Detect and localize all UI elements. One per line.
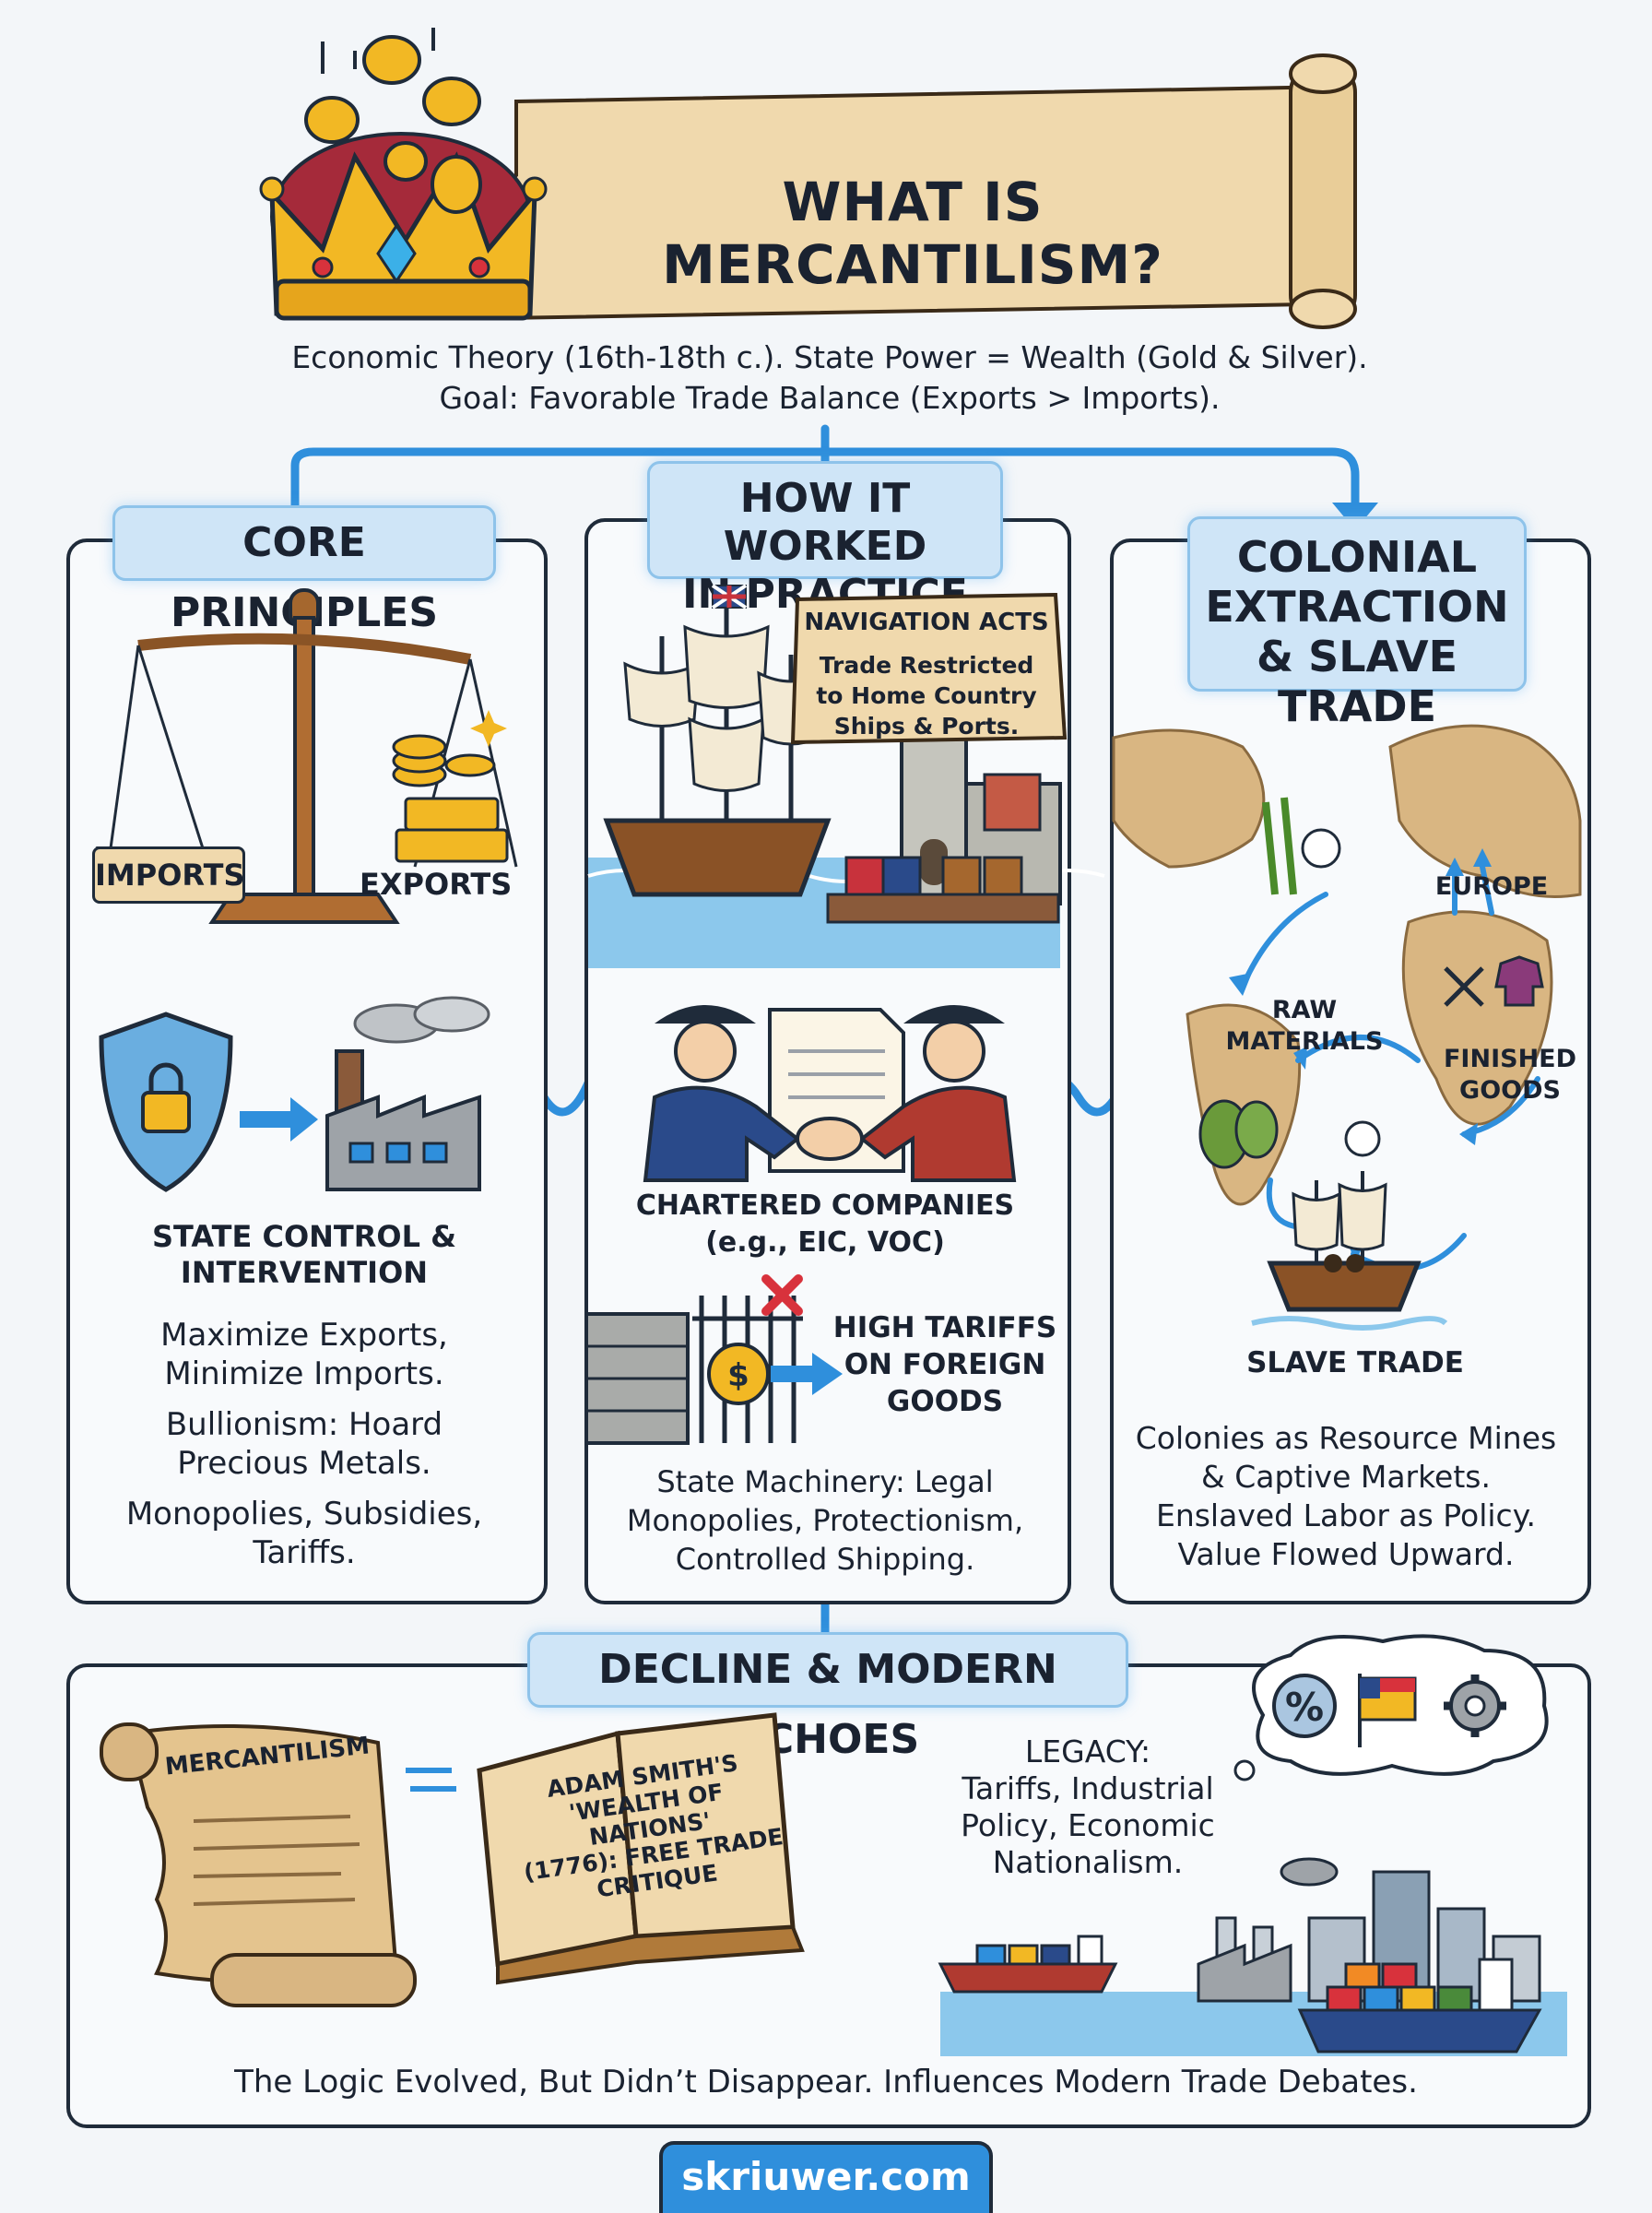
colonial-title-line-2: EXTRACTION: [1205, 582, 1509, 632]
subtitle-line-1: Economic Theory (16th-18th c.). State Po…: [291, 339, 1368, 375]
navigation-acts-title: NAVIGATION ACTS: [804, 609, 1049, 636]
balance-scale-icon: [95, 588, 518, 924]
colonial-text-2: & Captive Markets.: [1201, 1459, 1491, 1495]
machinery-line-2: Monopolies, Protectionism,: [626, 1503, 1024, 1538]
core-text-1: Maximize Exports,: [160, 1317, 448, 1354]
cargo-ship-icon: [938, 1935, 1118, 1994]
practice-title-line-1: HOW IT WORKED: [723, 475, 927, 570]
shield-lock-icon: [99, 1012, 233, 1192]
raw-materials-line-1: RAW: [1271, 996, 1338, 1024]
navigation-line-3: Ships & Ports.: [833, 713, 1020, 740]
colonial-title-line-3: & SLAVE TRADE: [1256, 632, 1458, 731]
svg-text:$: $: [727, 1357, 749, 1394]
tariffs-line-3: GOODS: [886, 1385, 1004, 1418]
page-title: WHAT IS MERCANTILISM?: [662, 171, 1163, 296]
navigation-line-2: to Home Country: [816, 682, 1037, 709]
gear-icon: [1444, 1675, 1506, 1737]
sailing-ship-icon: [603, 584, 832, 897]
flag-icon: [1358, 1674, 1417, 1747]
colonial-title-line-1: COLONIAL: [1236, 532, 1478, 582]
legacy-line-4: Nationalism.: [992, 1844, 1184, 1880]
core-text-5: Monopolies, Subsidies,: [125, 1496, 483, 1533]
decline-footer-text: The Logic Evolved, But Didn’t Disappear.…: [234, 2064, 1418, 2101]
core-principles-title: CORE PRINCIPLES: [112, 505, 496, 636]
slave-ship-icon: [1251, 1171, 1448, 1331]
world-map-illustration: [1112, 724, 1582, 1331]
colonial-panel: [1110, 538, 1591, 1604]
tobacco-leaf-icon: [1198, 1099, 1279, 1169]
percent-symbol: %: [1285, 1685, 1324, 1730]
europe-label: EUROPE: [1434, 872, 1549, 901]
container-ship-icon: [1297, 1958, 1542, 2053]
state-control-line-2: INTERVENTION: [180, 1255, 429, 1290]
machinery-line-1: State Machinery: Legal: [656, 1464, 994, 1499]
dollar-coin-icon: $: [707, 1343, 770, 1405]
colonial-text-3: Enslaved Labor as Policy.: [1155, 1497, 1537, 1533]
merchant-left-icon: [643, 1005, 801, 1182]
gold-bars-icon: [392, 734, 509, 863]
close-icon: [761, 1274, 803, 1316]
mercantilism-scroll-icon: [100, 1722, 456, 2007]
cargo-crates-icon: [826, 856, 1060, 924]
practice-title: HOW IT WORKED IN PRACTICE: [647, 461, 1003, 618]
slave-trade-label: SLAVE TRADE: [1246, 1346, 1464, 1379]
core-text-6: Tariffs.: [253, 1534, 356, 1571]
core-text-3: Bullionism: Hoard: [165, 1406, 443, 1443]
navigation-line-1: Trade Restricted: [819, 652, 1034, 679]
shirt-icon: [1494, 955, 1544, 1007]
finished-goods-line-1: FINISHED: [1443, 1045, 1577, 1073]
legacy-line-1: LEGACY:: [1024, 1734, 1151, 1769]
raw-materials-line-2: MATERIALS: [1225, 1027, 1384, 1056]
falling-coins-icon: [304, 35, 482, 214]
tariffs-line-2: ON FOREIGN: [844, 1348, 1046, 1381]
book-icon: [477, 1712, 805, 1985]
chartered-companies-line-1: CHARTERED COMPANIES: [635, 1189, 1015, 1222]
legacy-line-2: Tariffs, Industrial: [962, 1770, 1214, 1806]
sugarcane-icon: [1262, 797, 1297, 895]
cotton-icon: [1301, 828, 1381, 1157]
percent-icon: %: [1272, 1674, 1337, 1738]
factory-smokestack-icon: [1197, 1857, 1339, 2003]
finished-goods-line-2: GOODS: [1459, 1076, 1561, 1105]
navigation-scroll: [790, 592, 1068, 745]
tariffs-line-1: HIGH TARIFFS: [832, 1311, 1057, 1344]
decline-title: DECLINE & MODERN ECHOES: [527, 1632, 1128, 1763]
machinery-line-3: Controlled Shipping.: [675, 1542, 975, 1577]
navigation-acts-illustration: [587, 584, 1105, 968]
state-control-line-1: STATE CONTROL &: [151, 1219, 457, 1254]
legacy-line-3: Policy, Economic: [961, 1807, 1215, 1843]
modern-port-illustration: [938, 1857, 1567, 2056]
merchant-right-icon: [858, 1005, 1017, 1182]
chartered-companies-line-2: (e.g., EIC, VOC): [705, 1226, 945, 1259]
colonial-text-4: Value Flowed Upward.: [1177, 1536, 1515, 1572]
thought-bubble: %: [1233, 1634, 1549, 1781]
arrow-right-icon: [240, 1097, 318, 1142]
tariff-wall-illustration: $: [584, 1274, 843, 1445]
exports-label: EXPORTS: [360, 867, 513, 902]
handshake-icon: [796, 1117, 864, 1161]
header-illustration: [259, 28, 1357, 329]
colonial-text-1: Colonies as Resource Mines: [1135, 1420, 1557, 1456]
subtitle-line-2: Goal: Favorable Trade Balance (Exports >…: [439, 380, 1221, 416]
core-text-2: Minimize Imports.: [164, 1355, 444, 1392]
brand-badge: [659, 2141, 993, 2213]
brand-site[interactable]: skriuwer.com: [681, 2154, 971, 2199]
title-scroll: [489, 53, 1357, 329]
state-control-illustration: [99, 996, 490, 1192]
colonial-title: COLONIAL EXTRACTION & SLAVE TRADE: [1187, 516, 1527, 731]
handshake-illustration: [643, 1005, 1017, 1182]
tools-icon: [1444, 966, 1484, 1007]
imports-label: IMPORTS: [92, 846, 245, 904]
core-text-4: Precious Metals.: [177, 1445, 431, 1482]
factory-icon: [325, 996, 490, 1191]
